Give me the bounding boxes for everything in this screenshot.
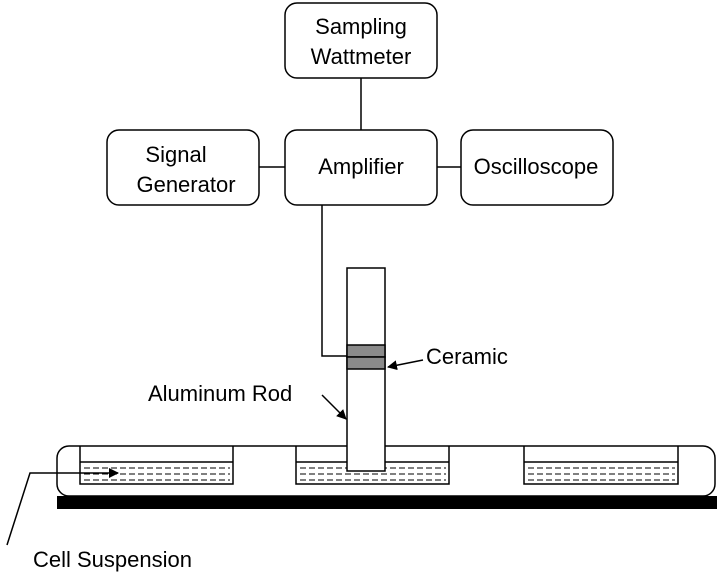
plate-base [57,496,717,509]
well-right [523,446,679,485]
oscilloscope-label: Oscilloscope [474,154,599,179]
signal-generator-label-line1: Signal [145,142,206,167]
aluminum-rod-label: Aluminum Rod [148,381,292,406]
amplifier-ceramic-wire [321,205,347,357]
sampling-wattmeter-box: Sampling Wattmeter [284,2,438,79]
culture-plate [56,445,716,497]
sampling-wattmeter-label-line1: Sampling [315,14,407,39]
signal-generator-label-line2: Generator [136,172,235,197]
aluminum-rod-arrow [321,394,347,420]
cell-suspension-fill [528,467,675,481]
cell-suspension-fill [84,467,230,481]
sampling-wattmeter-label-line2: Wattmeter [311,44,412,69]
ceramic-label: Ceramic [426,344,508,369]
ceramic-arrow [387,359,424,371]
ceramic-layer-bottom [346,356,386,370]
cell-suspension-arrow [6,468,119,546]
signal-generator-box: Signal Generator [106,129,260,206]
amplifier-box: Amplifier [284,129,438,206]
well-left [79,446,234,485]
ceramic-layer-top [346,344,386,358]
oscilloscope-box: Oscilloscope [460,129,614,206]
cell-suspension-label: Cell Suspension [33,547,192,572]
amplifier-label: Amplifier [318,154,404,179]
